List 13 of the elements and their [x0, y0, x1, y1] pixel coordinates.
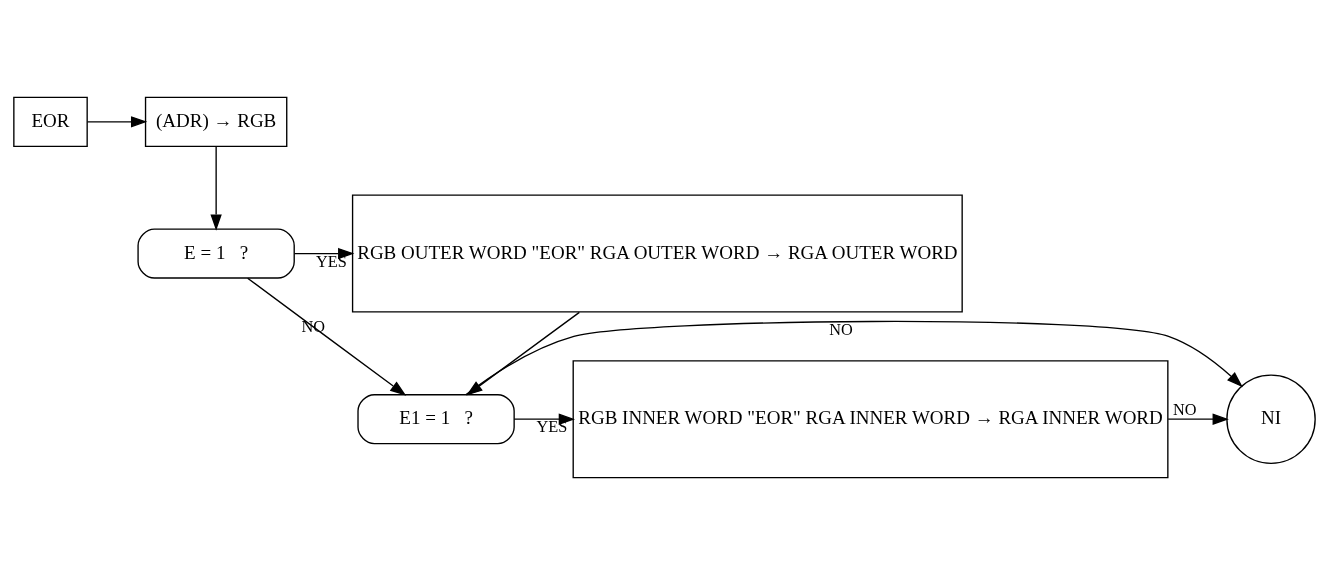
- node-box: RGB INNER WORD "EOR" RGA INNER WORD → RGA INNER WORD: [572, 360, 1169, 479]
- node-box: EOR: [13, 96, 88, 147]
- arrow: [293, 247, 355, 260]
- edge-label: NO: [1172, 399, 1197, 419]
- node-box: E1 = 1 ?: [357, 394, 515, 445]
- node-box: RGB OUTER WORD "EOR" RGA OUTER WORD → RGA OUTER WORD: [351, 194, 963, 313]
- node-box: (ADR) → RGB: [144, 96, 288, 147]
- arrow: [1167, 413, 1229, 425]
- arrow: [210, 146, 222, 231]
- node-box: E = 1 ?: [137, 228, 295, 279]
- arrow: [86, 116, 148, 128]
- arrow: [246, 277, 407, 396]
- edge-label: NO: [829, 319, 853, 339]
